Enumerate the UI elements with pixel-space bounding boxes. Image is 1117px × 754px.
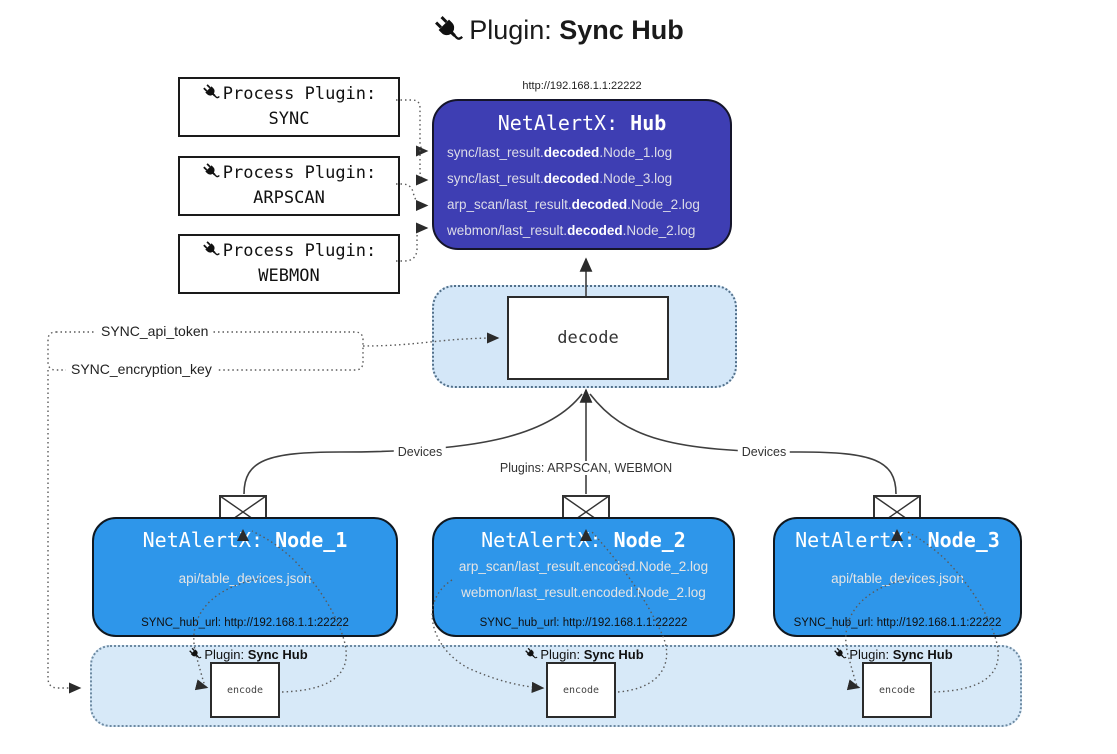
node-sync-hub-url: SYNC_hub_url: http://192.168.1.1:22222 [479,617,688,629]
process-plugin-name: WEBMON [258,266,320,286]
wire-node3-to-decode [589,393,897,495]
node-title: NetAlertX: Node_2 [481,528,686,552]
hub-log-list: sync/last_result.decoded.Node_1.log sync… [434,140,730,244]
node-title: NetAlertX: Node_3 [795,528,1000,552]
decode-box: decode [507,296,669,380]
band-plugin-label: Plugin: Sync Hub [833,647,953,662]
hub-log-entry: webmon/last_result.decoded.Node_2.log [447,223,696,238]
process-plugin-arpscan: Process Plugin: ARPSCAN [178,156,400,216]
encode-box: encode [210,662,280,718]
hub-url: http://192.168.1.1:22222 [522,80,642,92]
wire-arpscan-to-entry3 [396,183,429,212]
node-log-list: api/table_devices.json [775,566,1020,592]
edge-label-devices-left: Devices [393,445,447,459]
encode-box: encode [546,662,616,718]
title-label: Plugin: [469,15,552,45]
title-name: Sync Hub [559,15,684,45]
band-plugin-label: Plugin: Sync Hub [188,647,308,662]
node-log-entry: arp_scan/last_result.encoded.Node_2.log [458,559,709,574]
plug-icon [202,162,221,181]
edge-label-plugins-center: Plugins: ARPSCAN, WEBMON [495,461,677,475]
process-plugin-name: SYNC [268,109,310,129]
node-log-entry: api/table_devices.json [831,571,964,586]
node-sync-hub-url: SYNC_hub_url: http://192.168.1.1:22222 [793,617,1002,629]
node-2-box: NetAlertX: Node_2 arp_scan/last_result.e… [432,517,735,637]
node-log-list: arp_scan/last_result.encoded.Node_2.log … [434,554,733,606]
edge-label-devices-right: Devices [737,445,791,459]
wire-sync-to-entry1 [396,99,429,157]
hub-log-entry: sync/last_result.decoded.Node_1.log [447,145,673,160]
wire-tokens-to-band [47,370,82,694]
process-plugin-name: ARPSCAN [253,188,325,208]
encode-box: encode [862,662,932,718]
hub-title: NetAlertX: Hub [497,111,667,135]
sync-api-token-label: SYNC_api_token [96,323,214,339]
node-title: NetAlertX: Node_1 [142,528,348,552]
wire-node1-to-decode [243,393,583,495]
process-plugin-label: Process Plugin: [180,161,398,186]
plug-icon [833,647,847,661]
process-plugin-label: Process Plugin: [180,239,398,264]
plug-icon [188,647,202,661]
hub-log-entry: arp_scan/last_result.decoded.Node_2.log [447,197,700,212]
process-plugin-label: Process Plugin: [180,82,398,107]
node-log-entry: api/table_devices.json [178,571,312,586]
band-plugin-label: Plugin: Sync Hub [524,647,644,662]
decode-label: decode [557,328,619,348]
hub-log-entry: sync/last_result.decoded.Node_3.log [447,171,673,186]
sync-encryption-key-label: SYNC_encryption_key [66,361,217,377]
plug-icon [202,240,221,259]
hub-box: NetAlertX: Hub sync/last_result.decoded.… [432,99,732,250]
node-log-list: api/table_devices.json [94,566,396,592]
node-log-entry: webmon/last_result.encoded.Node_2.log [461,585,706,600]
plug-icon [202,83,221,102]
wire-webmon-to-entry4 [396,222,429,262]
plug-icon [433,14,465,46]
process-plugin-sync: Process Plugin: SYNC [178,77,400,137]
node-sync-hub-url: SYNC_hub_url: http://192.168.1.1:22222 [141,617,349,629]
wire-sync-to-entry2 [415,150,429,186]
node-3-box: NetAlertX: Node_3 api/table_devices.json… [773,517,1022,637]
page-title: Plugin: Sync Hub [0,14,1117,46]
plug-icon [524,647,538,661]
process-plugin-webmon: Process Plugin: WEBMON [178,234,400,294]
node-1-box: NetAlertX: Node_1 api/table_devices.json… [92,517,398,637]
